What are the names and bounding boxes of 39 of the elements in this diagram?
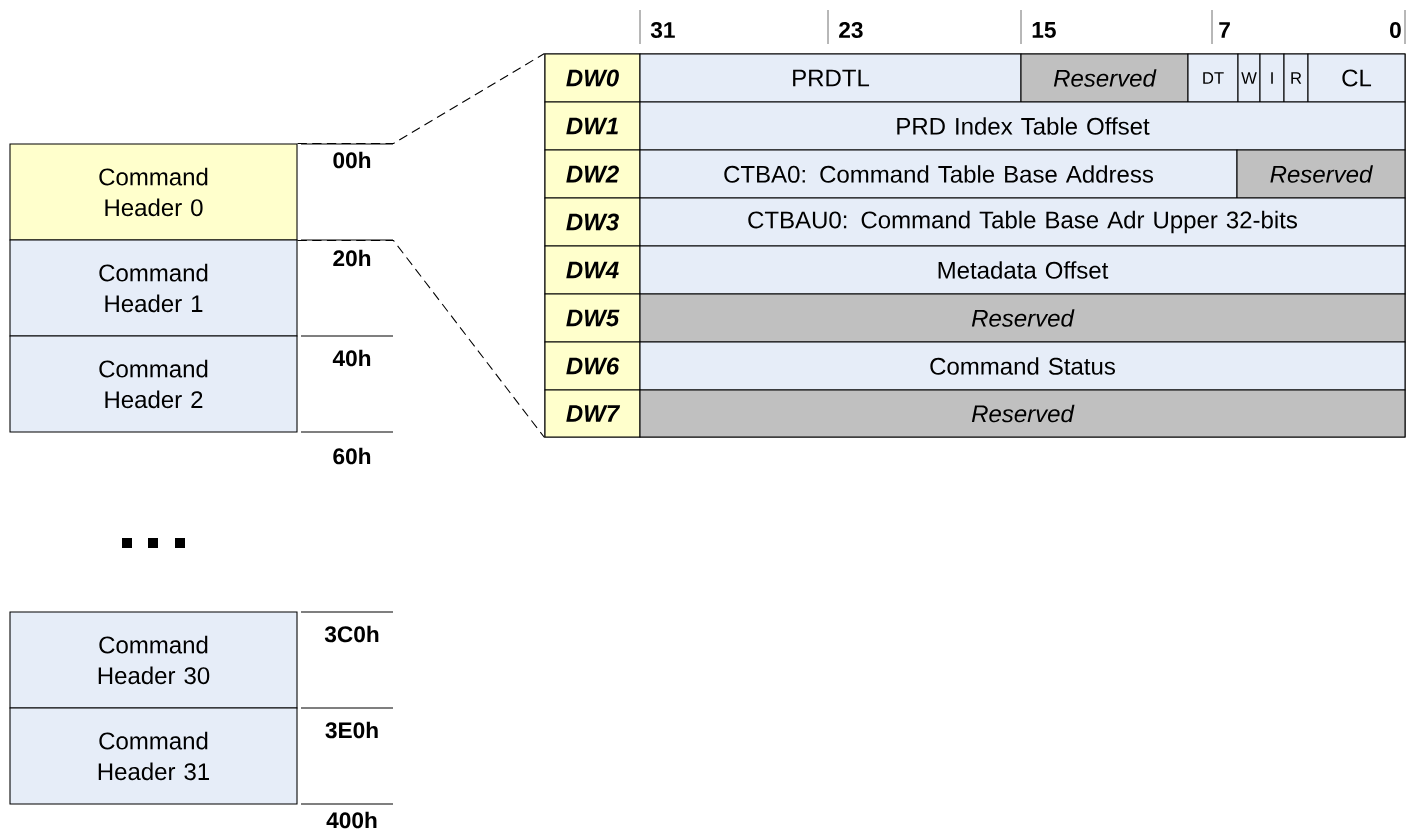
offset-label: 400h (326, 811, 377, 829)
bit-number: 7 (1219, 22, 1230, 38)
bit-number: 31 (650, 21, 675, 39)
bit-number: 23 (839, 21, 863, 39)
bit-field-cell: R (1283, 53, 1309, 103)
dword-label-cell: DW0 (544, 53, 641, 103)
field-cell: CTBAU0: Command Table Base Adr Upper 32-bits (639, 197, 1406, 247)
bit-field-cell: W (1237, 53, 1261, 103)
field-cell: PRDTL (639, 53, 1022, 103)
field-cell: Metadata Offset (639, 245, 1406, 295)
memory-slot-box: Command Header 30 (9, 611, 298, 709)
dword-label-cell: DW2 (544, 149, 641, 199)
zoom-line (297, 52, 545, 144)
reserved-cell: Reserved (639, 293, 1406, 343)
reserved-cell: Reserved (1020, 53, 1189, 103)
dword-label-cell: DW7 (544, 389, 641, 438)
reserved-cell: Reserved (639, 389, 1406, 438)
bit-field-cell: I (1259, 53, 1285, 103)
offset-label: 40h (332, 349, 371, 367)
offset-label: 60h (333, 447, 371, 465)
bit-number: 15 (1032, 22, 1056, 38)
offset-label: 3E0h (325, 721, 378, 739)
memory-slot-box: Command Header 2 (9, 335, 298, 433)
reserved-cell: Reserved (1236, 149, 1406, 199)
offset-label: 00h (333, 151, 371, 169)
offset-label: 20h (333, 249, 371, 267)
dword-label-cell: DW6 (544, 341, 641, 391)
field-cell: Command Status (639, 341, 1406, 391)
memory-slot-box: Command Header 0 (9, 143, 298, 241)
dword-label-cell: DW5 (544, 293, 641, 343)
dword-label-cell: DW3 (544, 197, 641, 247)
bit-number: 0 (1390, 22, 1401, 39)
memory-slot-box: Command Header 1 (9, 239, 298, 337)
memory-slot-box: Command Header 31 (9, 707, 298, 805)
zoom-line (297, 240, 545, 439)
dword-label-cell: DW4 (544, 245, 641, 295)
dword-label-cell: DW1 (544, 101, 641, 151)
field-cell: CTBA0: Command Table Base Address (639, 149, 1238, 199)
offset-label: 3C0h (324, 625, 379, 643)
